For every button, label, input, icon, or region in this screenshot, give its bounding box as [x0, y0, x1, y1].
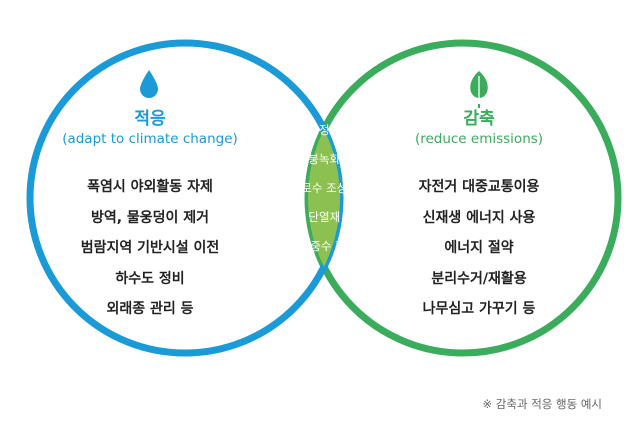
reduce-item: 나무심고 가꾸기 등: [422, 301, 536, 317]
leaf-icon: [470, 71, 488, 108]
overlap-item: 고효율 단열재 활용: [273, 210, 365, 224]
adapt-list: 폭염시 야외활동 자제 방역, 물웅덩이 제거 범람지역 기반시설 이전 하수도…: [50, 172, 250, 325]
reduce-subtitle: (reduce emissions): [414, 131, 544, 147]
footnote: ※ 감축과 적응 행동 예시: [482, 397, 602, 411]
reduce-item: 신재생 에너지 사용: [422, 209, 536, 226]
reduce-title: 감축: [463, 109, 495, 129]
adapt-item: 하수도 정비: [115, 270, 185, 287]
reduce-list: 자전거 대중교통이용 신재생 에너지 사용 에너지 절약 분리수거/재활용 나무…: [379, 172, 579, 325]
reduce-item: 에너지 절약: [444, 240, 514, 256]
water-drop-icon: [140, 70, 158, 98]
overlap-item: 빗물, 중수 활용: [281, 239, 357, 253]
overlap-item: 가로수 조성: [290, 181, 348, 195]
reduce-item: 분리수거/재활용: [431, 270, 527, 287]
overlap-item: 지붕녹화: [297, 152, 341, 166]
adapt-item: 범람지역 기반시설 이전: [80, 240, 220, 256]
reduce-item: 자전거 대중교통이용: [418, 179, 540, 195]
adapt-item: 방역, 물웅덩이 제거: [90, 209, 210, 226]
overlap-list: 옥상정원 지붕녹화 가로수 조성 고효율 단열재 활용 빗물, 중수 활용: [254, 116, 384, 261]
overlap-item: 옥상정원: [297, 123, 341, 137]
adapt-subtitle: (adapt to climate change): [62, 131, 238, 147]
adapt-title: 적응: [134, 109, 166, 129]
adapt-item: 폭염시 야외활동 자제: [87, 179, 213, 195]
adapt-item: 외래종 관리 등: [106, 301, 194, 317]
